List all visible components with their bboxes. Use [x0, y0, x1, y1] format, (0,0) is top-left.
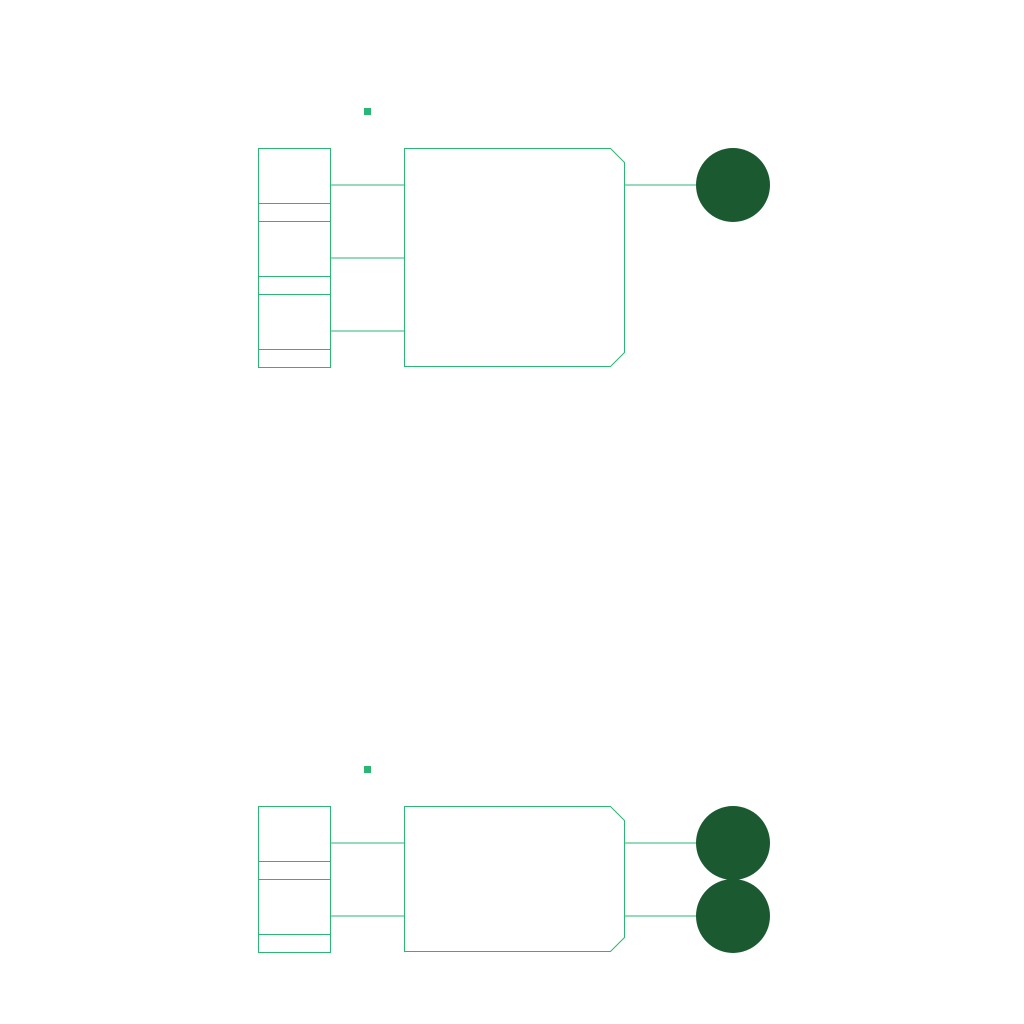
- output-node: [696, 148, 770, 222]
- marker-square: [364, 766, 371, 773]
- input-port-lower: [258, 276, 331, 295]
- output-node: [696, 806, 770, 880]
- input-port-lower: [258, 861, 331, 880]
- input-port-upper: [258, 879, 331, 935]
- marker-square: [364, 108, 371, 115]
- input-port-lower: [258, 934, 331, 953]
- input-port-lower: [258, 203, 331, 222]
- input-port-upper: [258, 221, 331, 277]
- input-port-upper: [258, 148, 331, 204]
- output-node: [696, 879, 770, 953]
- main-block: [404, 806, 625, 952]
- main-block: [404, 148, 625, 367]
- input-port-lower: [258, 349, 331, 368]
- input-port-upper: [258, 806, 331, 862]
- block-bottom: [258, 766, 770, 953]
- block-top: [258, 108, 770, 368]
- input-port-upper: [258, 294, 331, 350]
